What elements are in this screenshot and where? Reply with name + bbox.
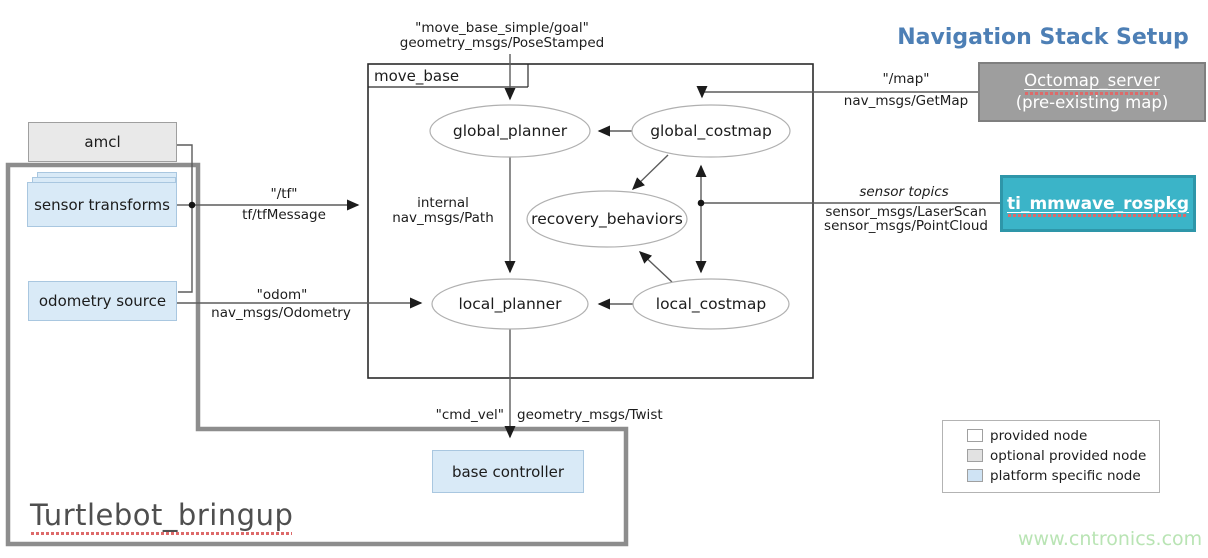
legend-swatch-platform: [967, 469, 983, 482]
octomap-server-node-note: (pre-existing map): [1015, 93, 1169, 112]
legend-row-platform: platform specific node: [967, 468, 1159, 483]
sensor-topics-label: sensor topics: [859, 184, 949, 200]
tf-topic-label: "/tf": [270, 186, 298, 202]
tf-junction-dot: [188, 201, 196, 209]
watermark: www.cntronics.com: [1018, 528, 1203, 550]
sensor-laserscan-label: sensor_msgs/LaserScan: [825, 204, 987, 220]
local-costmap-ellipse: [632, 278, 790, 330]
cmdvel-type-label: geometry_msgs/Twist: [517, 407, 663, 423]
sensor-pointcloud-label: sensor_msgs/PointCloud: [824, 218, 988, 234]
odom-type-label: nav_msgs/Odometry: [211, 305, 351, 321]
legend-swatch-optional: [967, 449, 983, 462]
global-planner-ellipse: [429, 104, 591, 158]
legend-swatch-provided: [967, 429, 983, 442]
ti-mmwave-rospkg-node: ti_mmwave_rospkg: [1000, 175, 1196, 232]
internal-type-label: nav_msgs/Path: [392, 210, 494, 226]
internal-label: internal: [417, 195, 469, 211]
global-costmap-node-label: global_costmap: [650, 122, 772, 140]
tf-type-label: tf/tfMessage: [242, 207, 326, 223]
diagram-title: Navigation Stack Setup: [897, 25, 1189, 50]
base-controller-node: base controller: [432, 450, 584, 493]
turtlebot-bringup-group-border: [5, 162, 629, 547]
sensor-transforms-node: sensor transforms: [27, 182, 177, 227]
odometry-source-node: odometry source: [28, 281, 177, 321]
ti-mmwave-rospkg-node-label: ti_mmwave_rospkg: [1007, 193, 1189, 217]
map-topic-label: "/map": [882, 71, 930, 87]
edge-local-costmap-to-recovery: [638, 251, 673, 283]
edge-amcl-odometry-connector: [177, 144, 193, 293]
map-type-label: nav_msgs/GetMap: [843, 93, 969, 109]
legend-label-optional: optional provided node: [990, 447, 1147, 464]
local-planner-ellipse: [431, 278, 589, 330]
edge-map-to-global-costmap: [696, 85, 980, 99]
global-costmap-ellipse: [631, 104, 791, 158]
legend-row-optional: optional provided node: [967, 448, 1159, 463]
odom-topic-label: "odom": [256, 287, 308, 303]
sensor-topics-junction-dot: [697, 199, 705, 207]
cmdvel-topic-label: "cmd_vel": [435, 407, 504, 423]
legend-row-provided: provided node: [967, 428, 1159, 443]
octomap-server-node-label: Octomap_server: [1024, 71, 1160, 95]
edge-global-costmap-to-recovery: [631, 154, 669, 190]
local-costmap-node-label: local_costmap: [655, 295, 767, 313]
recovery-behaviors-ellipse: [526, 190, 688, 248]
octomap-server-node: Octomap_server (pre-existing map): [978, 62, 1206, 122]
move-base-group-label: move_base: [374, 67, 460, 85]
goal-type-label: geometry_msgs/PoseStamped: [399, 35, 605, 51]
global-planner-node-label: global_planner: [452, 122, 568, 140]
local-planner-node-label: local_planner: [458, 295, 562, 313]
recovery-behaviors-node-label: recovery_behaviors: [531, 210, 683, 228]
amcl-node: amcl: [28, 122, 177, 162]
move-base-label-compartment: [368, 64, 529, 88]
turtlebot-bringup-label: Turtlebot_bringup: [30, 498, 294, 535]
legend-label-platform: platform specific node: [990, 467, 1141, 484]
move-base-group-border: [367, 63, 814, 379]
legend-label-provided: provided node: [990, 427, 1088, 444]
legend: provided node optional provided node pla…: [942, 420, 1160, 493]
goal-topic-label: "move_base_simple/goal": [415, 20, 589, 36]
